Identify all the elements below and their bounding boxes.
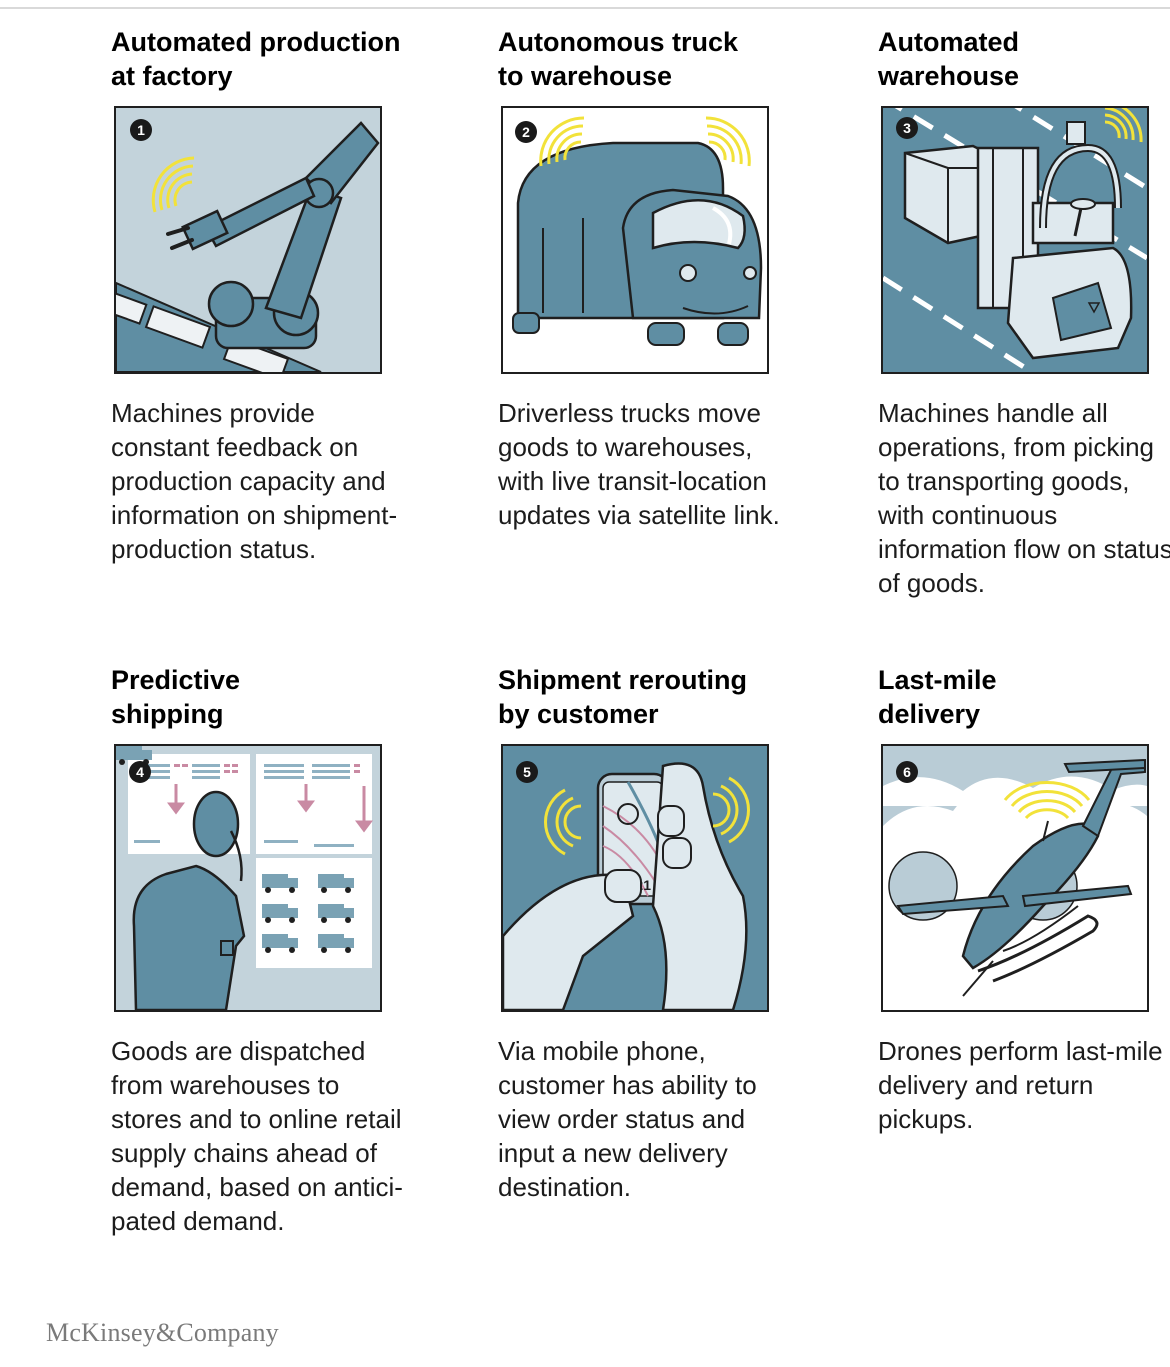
step-description: Goods are dispatched from warehouses to … [111, 1036, 403, 1236]
step-number-badge: 1 [130, 119, 152, 141]
step-number-badge: 4 [129, 761, 151, 783]
step-title-line-2: delivery [878, 699, 981, 729]
step-description: Machines handle all operations, from pic… [878, 398, 1170, 598]
step-title-line-2: at factory [111, 61, 233, 91]
step-number-badge: 6 [896, 761, 918, 783]
step-number-badge: 3 [896, 117, 918, 139]
top-divider [0, 7, 1170, 9]
svg-text:3: 3 [903, 120, 911, 136]
step-number-badge: 2 [515, 121, 537, 143]
step-panel-5: Shipment rerouting by customer 0:21 [498, 663, 788, 1263]
step-title-line-1: Shipment rerouting [498, 665, 747, 695]
step-title: Last-mile delivery [878, 663, 1168, 731]
step-title-line-1: Predictive [111, 665, 241, 695]
svg-text:4: 4 [136, 764, 144, 780]
svg-text:5: 5 [523, 764, 531, 780]
svg-text:2: 2 [522, 124, 530, 140]
step-panel-1: Automated production at factory [111, 25, 401, 625]
step-title-line-1: Autonomous truck [498, 27, 738, 57]
step-title: Predictive shipping [111, 663, 401, 731]
step-panel-2: Autonomous truck to warehouse [498, 25, 788, 625]
step-panel-3: Automated warehouse [878, 25, 1170, 625]
delivery-drone-icon: 6 [881, 744, 1149, 1012]
svg-text:6: 6 [903, 764, 911, 780]
robotic-forklift-icon: 3 [881, 106, 1149, 374]
svg-text:1: 1 [137, 122, 145, 138]
step-title-line-2: by customer [498, 699, 659, 729]
analyst-dashboard-icon: 4 [114, 744, 382, 1012]
step-panel-4: Predictive shipping [111, 663, 403, 1303]
step-title-line-2: shipping [111, 699, 224, 729]
step-title: Autonomous truck to warehouse [498, 25, 788, 93]
robotic-arm-icon: 1 [114, 106, 382, 374]
step-description: Drones perform last-mile delivery and re… [878, 1036, 1163, 1134]
step-title-line-1: Automated production [111, 27, 401, 57]
step-title-line-2: to warehouse [498, 61, 673, 91]
step-title-line-1: Automated [878, 27, 1019, 57]
step-title-line-2: warehouse [878, 61, 1020, 91]
step-description: Driverless trucks move goods to warehous… [498, 398, 780, 530]
step-description: Machines provide constant feedback on pr… [111, 398, 398, 564]
brand-logo: McKinsey&Company [46, 1318, 279, 1347]
step-description: Via mobile phone, customer has ability t… [498, 1036, 757, 1202]
step-title: Automated production at factory [111, 25, 401, 93]
step-title: Shipment rerouting by customer [498, 663, 788, 731]
step-title-line-1: Last-mile [878, 665, 997, 695]
mobile-phone-icon: 0:21 5 [501, 744, 769, 1012]
step-panel-6: Last-mile delivery [878, 663, 1168, 1263]
step-title: Automated warehouse [878, 25, 1168, 93]
step-number-badge: 5 [516, 761, 538, 783]
driverless-truck-icon: 2 [501, 106, 769, 374]
